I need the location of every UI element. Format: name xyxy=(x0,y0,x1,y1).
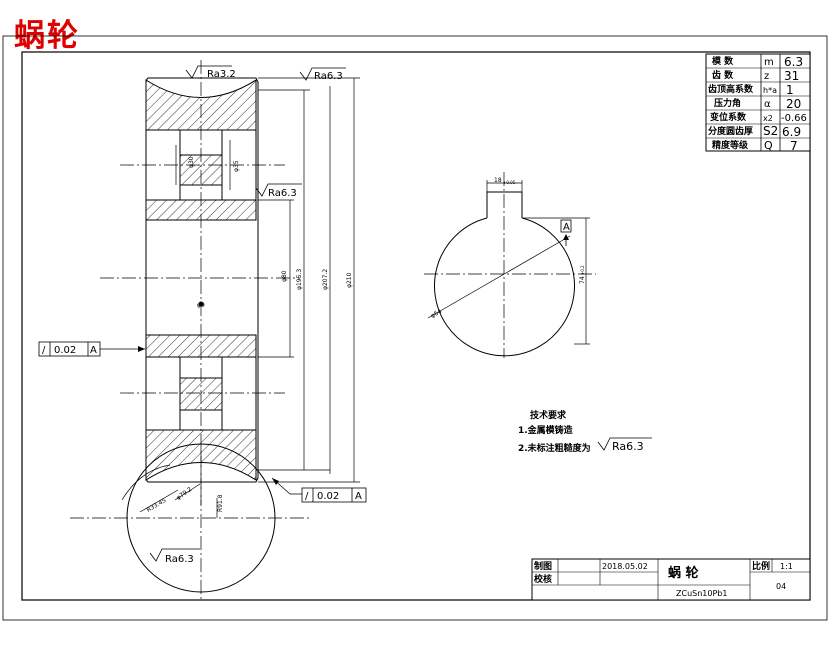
dim-hub-small: φ30 xyxy=(188,156,195,168)
tech-ra: Ra6.3 xyxy=(612,440,644,453)
param-symbol: x2 xyxy=(763,114,773,123)
title-block: 制图 校核 2018.05.02 蜗 轮 ZCuSn10Pb1 比例 1:1 0… xyxy=(531,558,811,601)
ra-outer-top: Ra6.3 xyxy=(299,67,346,82)
param-symbol: m xyxy=(764,57,774,68)
center-mark: φ9 xyxy=(197,302,205,309)
svg-text:/: / xyxy=(42,345,46,356)
tech-requirements: 技术要求 1.金属模铸造 2.未标注粗糙度为 Ra6.3 xyxy=(518,409,652,454)
param-name: 压力角 xyxy=(714,97,741,109)
ra-tooth-circle: Ra6.3 xyxy=(149,548,200,565)
param-name: 齿顶高系数 xyxy=(708,83,754,95)
param-name: 精度等级 xyxy=(712,139,749,151)
svg-text:Ra3.2: Ra3.2 xyxy=(207,69,236,80)
scale-value: 1:1 xyxy=(780,562,793,571)
gtol-bottom: / 0.02 A xyxy=(271,477,367,503)
param-symbol: h*a xyxy=(763,86,777,95)
param-symbol: α xyxy=(764,99,771,110)
svg-text:/: / xyxy=(305,491,309,502)
tech-item: 1.金属模铸造 xyxy=(518,424,574,436)
param-value: 7 xyxy=(790,139,798,153)
dim-outer: φ210 xyxy=(346,272,353,288)
svg-text:0.02: 0.02 xyxy=(54,345,76,356)
part-name: 蜗 轮 xyxy=(668,565,699,581)
param-value: -0.66 xyxy=(781,113,807,124)
hole-dia: φ64 xyxy=(430,308,444,320)
keyway-width-tol: +0.05 xyxy=(503,180,516,185)
svg-text:A: A xyxy=(563,222,570,233)
tech-item: 2.未标注粗糙度为 xyxy=(518,442,591,454)
param-value: 1 xyxy=(786,83,794,97)
parameter-table: 模 数 m 6.3 齿 数 z 31 齿顶高系数 h*a 1 压力角 α 20 … xyxy=(705,53,811,153)
svg-text:Ra6.3: Ra6.3 xyxy=(268,188,297,199)
inner-frame xyxy=(21,51,811,601)
dim-tip: φ207.2 xyxy=(322,269,329,290)
keyway-depth: 74 xyxy=(579,276,586,284)
param-name: 齿 数 xyxy=(712,69,734,81)
svg-text:A: A xyxy=(90,345,97,356)
ra-hub-top: Ra3.2 xyxy=(185,65,236,80)
svg-text:Ra6.3: Ra6.3 xyxy=(165,554,194,565)
keyway-depth-tol: +0.2 xyxy=(580,265,585,275)
svg-text:0.02: 0.02 xyxy=(317,491,339,502)
tech-heading: 技术要求 xyxy=(530,409,567,421)
vertical-dims xyxy=(175,77,360,483)
dim-pitch: φ195.3 xyxy=(296,269,303,290)
keyway-width: 18 xyxy=(494,177,502,184)
dim-bore: φ80 xyxy=(281,270,288,282)
drawn-label: 制图 xyxy=(534,560,552,572)
outer-frame xyxy=(2,35,828,621)
param-value: 6.3 xyxy=(784,55,803,69)
param-value: 31 xyxy=(784,69,799,83)
datum-a: A xyxy=(560,219,572,240)
param-symbol: S2 xyxy=(763,124,778,138)
param-symbol: z xyxy=(764,71,769,82)
dim-throat-r1: R33.45 xyxy=(146,497,168,514)
dim-hub-small2: φ35 xyxy=(233,160,240,172)
drawn-date: 2018.05.02 xyxy=(602,562,648,571)
dim-throat-r2: φ79.2 xyxy=(175,486,193,502)
side-view xyxy=(424,172,596,358)
param-symbol: Q xyxy=(764,139,773,152)
scale-label: 比例 xyxy=(752,560,770,572)
material: ZCuSn10Pb1 xyxy=(676,589,727,598)
param-value: 20 xyxy=(786,97,801,111)
drawing-no: 04 xyxy=(776,582,786,591)
param-value: 6.9 xyxy=(782,125,801,139)
svg-text:Ra6.3: Ra6.3 xyxy=(314,71,343,82)
section-view xyxy=(70,60,310,600)
ra-bore: Ra6.3 xyxy=(255,183,302,199)
param-name: 模 数 xyxy=(712,55,734,67)
param-name: 分度圆齿厚 xyxy=(708,125,753,137)
param-name: 变位系数 xyxy=(710,111,747,123)
gtol-left: / 0.02 A xyxy=(38,341,145,357)
checked-label: 校核 xyxy=(534,573,552,585)
svg-text:A: A xyxy=(355,491,362,502)
dim-arc-r: R91.8 xyxy=(217,494,224,512)
